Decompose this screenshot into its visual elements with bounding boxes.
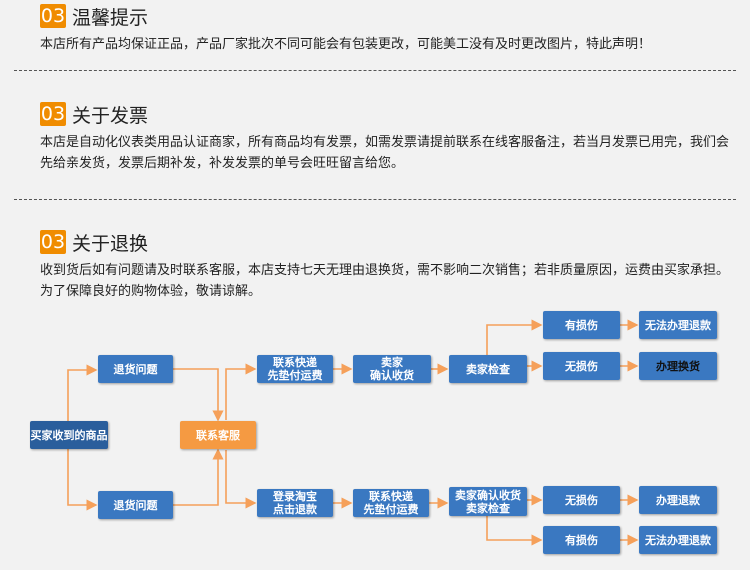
- return-damaged-node: 有损伤: [543, 526, 620, 554]
- exchange-damaged-node: 有损伤: [543, 311, 620, 339]
- connector-line: [173, 448, 224, 506]
- no-exchange-node: 无法办理退款: [639, 311, 717, 339]
- invoice-section: 03 关于发票 本店是自动化仪表类用品认证商家，所有商品均有发票，如需发票请提前…: [40, 100, 730, 174]
- section-text: 收到货后如有问题请及时联系客服，本店支持七天无理由退换货，需不影响二次销售；若非…: [40, 263, 730, 299]
- notice-header: 03 温馨提示: [40, 2, 730, 30]
- return-issue-node: 退货问题: [98, 491, 173, 519]
- return-ship-node: 联系快递 先垫付运费: [353, 489, 429, 517]
- do-exchange-node: 办理换货: [639, 352, 717, 380]
- section-text: 本店是自动化仪表类用品认证商家，所有商品均有发票，如需发票请提前联系在线客服备注…: [40, 135, 730, 171]
- section-divider: [14, 70, 736, 71]
- return-confirm-check-node: 卖家确认收货 卖家检查: [449, 487, 527, 516]
- return-section: 03 关于退换 收到货后如有问题请及时联系客服，本店支持七天无理由退换货，需不影…: [40, 228, 730, 302]
- buyer-received-node: 买家收到的商品: [30, 421, 108, 449]
- connector-line: [67, 448, 98, 511]
- invoice-header: 03 关于发票: [40, 100, 730, 128]
- connector-line: [225, 363, 257, 420]
- section-number-badge: 03: [40, 102, 66, 126]
- exchange-ship-node: 联系快递 先垫付运费: [257, 355, 333, 383]
- connector-line: [225, 450, 257, 509]
- return-undamaged-node: 无损伤: [543, 486, 620, 514]
- connector-line: [486, 516, 543, 546]
- seller-confirm-node: 卖家 确认收货: [353, 355, 431, 383]
- contact-service-node: 联系客服: [180, 421, 256, 449]
- section-number-badge: 03: [40, 230, 66, 254]
- connector-line: [173, 368, 224, 422]
- section-title: 温馨提示: [72, 6, 149, 29]
- exchange-undamaged-node: 无损伤: [543, 352, 620, 380]
- section-divider: [14, 199, 736, 200]
- no-refund-node: 无法办理退款: [639, 526, 717, 554]
- section-title: 关于退换: [72, 232, 149, 255]
- login-taobao-node: 登录淘宝 点击退款: [257, 489, 333, 517]
- seller-check-node: 卖家检查: [449, 355, 527, 383]
- notice-section: 03 温馨提示 本店所有产品均保证正品，产品厂家批次不同可能会有包装更改，可能美…: [40, 2, 730, 55]
- return-header: 03 关于退换: [40, 228, 730, 256]
- connector-line: [67, 364, 98, 422]
- exchange-issue-node: 退货问题: [98, 355, 173, 383]
- do-refund-node: 办理退款: [639, 486, 717, 514]
- section-text: 本店所有产品均保证正品，产品厂家批次不同可能会有包装更改，可能美工没有及时更改图…: [40, 37, 652, 52]
- section-number-badge: 03: [40, 4, 66, 28]
- connector-line: [486, 319, 543, 355]
- section-title: 关于发票: [72, 104, 149, 127]
